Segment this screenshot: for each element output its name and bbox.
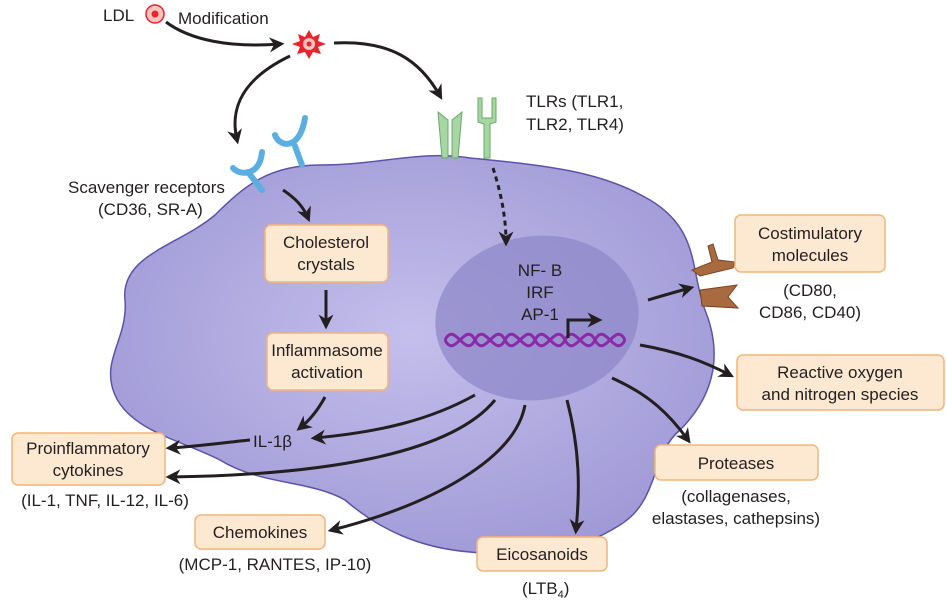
irf-label: IRF bbox=[526, 283, 553, 302]
scavenger-receptor-icon bbox=[230, 115, 308, 193]
to-il1b-arrow bbox=[296, 396, 327, 431]
il1b-label: IL-1β bbox=[253, 432, 292, 451]
nucleus-to-chemokines-arrow bbox=[327, 404, 527, 535]
scavenger-label-2: (CD36, SR-A) bbox=[98, 200, 203, 219]
inflammasome-activation-box: Inflammasome activation bbox=[266, 332, 389, 391]
to-scavenger-arrow bbox=[227, 54, 291, 145]
costim-detail-2: CD86, CD40) bbox=[759, 303, 861, 322]
eicosanoids-detail: (LTB4) bbox=[522, 579, 569, 601]
svg-text:Proteases: Proteases bbox=[698, 454, 775, 473]
dna-helix-icon bbox=[443, 332, 627, 348]
ap1-label: AP-1 bbox=[521, 305, 559, 324]
costimulatory-receptor-icon bbox=[690, 243, 740, 309]
svg-text:molecules: molecules bbox=[772, 246, 849, 265]
modification-label: Modification bbox=[178, 9, 269, 28]
scavenger-label-1: Scavenger receptors bbox=[68, 178, 225, 197]
chemokines-box: Chemokines bbox=[194, 514, 326, 550]
ldl-label: LDL bbox=[103, 6, 134, 25]
ldl-particle-icon bbox=[145, 4, 165, 24]
svg-text:Cholesterol: Cholesterol bbox=[283, 233, 369, 252]
svg-text:cytokines: cytokines bbox=[53, 461, 124, 480]
svg-text:activation: activation bbox=[291, 363, 363, 382]
signaling-dashed-arrow bbox=[491, 167, 514, 247]
tlr-receptor-icon bbox=[437, 97, 497, 159]
to-cholesterol-arrow bbox=[282, 188, 311, 223]
costimulatory-molecules-box: Costimulatory molecules bbox=[734, 214, 886, 273]
tlrs-label-2: TLR2, TLR4) bbox=[526, 115, 624, 134]
il1b-to-cytokines-arrow bbox=[165, 438, 251, 455]
proteases-detail-2: elastases, cathepsins) bbox=[652, 509, 820, 528]
nucleus-to-cytokines-arrow bbox=[165, 399, 497, 485]
svg-text:Reactive oxygen: Reactive oxygen bbox=[777, 363, 903, 382]
svg-text:Costimulatory: Costimulatory bbox=[758, 224, 862, 243]
transcription-start-arrow bbox=[566, 312, 603, 338]
nucleus-to-proteases-arrow bbox=[611, 376, 691, 444]
chemokines-detail: (MCP-1, RANTES, IP-10) bbox=[179, 555, 372, 574]
nucleus-to-costim-arrow bbox=[647, 283, 695, 302]
to-tlr-arrow bbox=[333, 41, 443, 100]
nucleus-to-il1b-arrow bbox=[310, 393, 476, 445]
modification-arrow bbox=[165, 20, 285, 53]
costim-detail-1: (CD80, bbox=[783, 281, 837, 300]
svg-text:Proinflammatory: Proinflammatory bbox=[26, 439, 150, 458]
proteases-detail-1: (collagenases, bbox=[681, 487, 791, 506]
proteases-box: Proteases bbox=[654, 444, 819, 481]
modified-ldl-icon bbox=[292, 30, 326, 59]
svg-text:crystals: crystals bbox=[297, 255, 355, 274]
eicosanoids-box: Eicosanoids bbox=[476, 536, 608, 572]
svg-text:Eicosanoids: Eicosanoids bbox=[496, 545, 588, 564]
nucleus bbox=[435, 235, 639, 401]
cytokines-detail: (IL-1, TNF, IL-12, IL-6) bbox=[21, 491, 189, 510]
svg-text:Inflammasome: Inflammasome bbox=[271, 341, 382, 360]
cholesterol-crystals-box: Cholesterol crystals bbox=[264, 224, 389, 283]
tlrs-label-1: TLRs (TLR1, bbox=[526, 92, 623, 111]
proinflammatory-cytokines-box: Proinflammatory cytokines bbox=[11, 432, 166, 486]
nfkb-label: NF- B bbox=[518, 261, 562, 280]
nucleus-to-eicosanoids-arrow bbox=[565, 399, 585, 535]
svg-text:Chemokines: Chemokines bbox=[213, 523, 308, 542]
reactive-species-box: Reactive oxygen and nitrogen species bbox=[736, 354, 945, 411]
svg-text:and nitrogen species: and nitrogen species bbox=[762, 385, 919, 404]
nucleus-to-reactive-arrow bbox=[639, 343, 734, 378]
